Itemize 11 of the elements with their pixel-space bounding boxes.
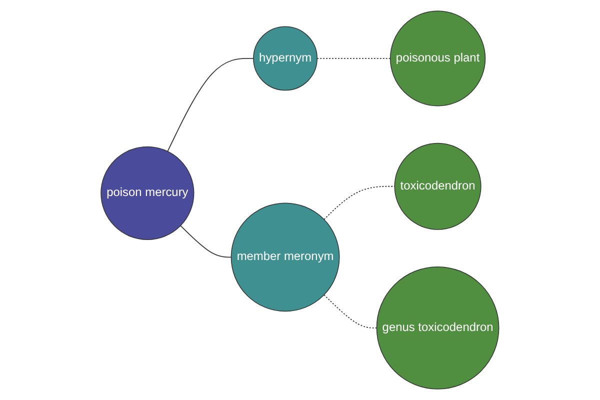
node-circle: hypernym — [253, 26, 318, 91]
connector — [324, 294, 378, 328]
node-circle: genus toxicodendron — [376, 266, 500, 390]
node-circle: toxicodendron — [394, 142, 482, 230]
connector — [324, 186, 396, 220]
node-circle: poison mercury — [100, 146, 194, 240]
connector — [316, 58, 391, 59]
connector — [167, 58, 254, 152]
node-circle: poisonous plant — [390, 10, 486, 106]
node-circle: member meronym — [230, 202, 340, 312]
connector — [180, 225, 232, 258]
